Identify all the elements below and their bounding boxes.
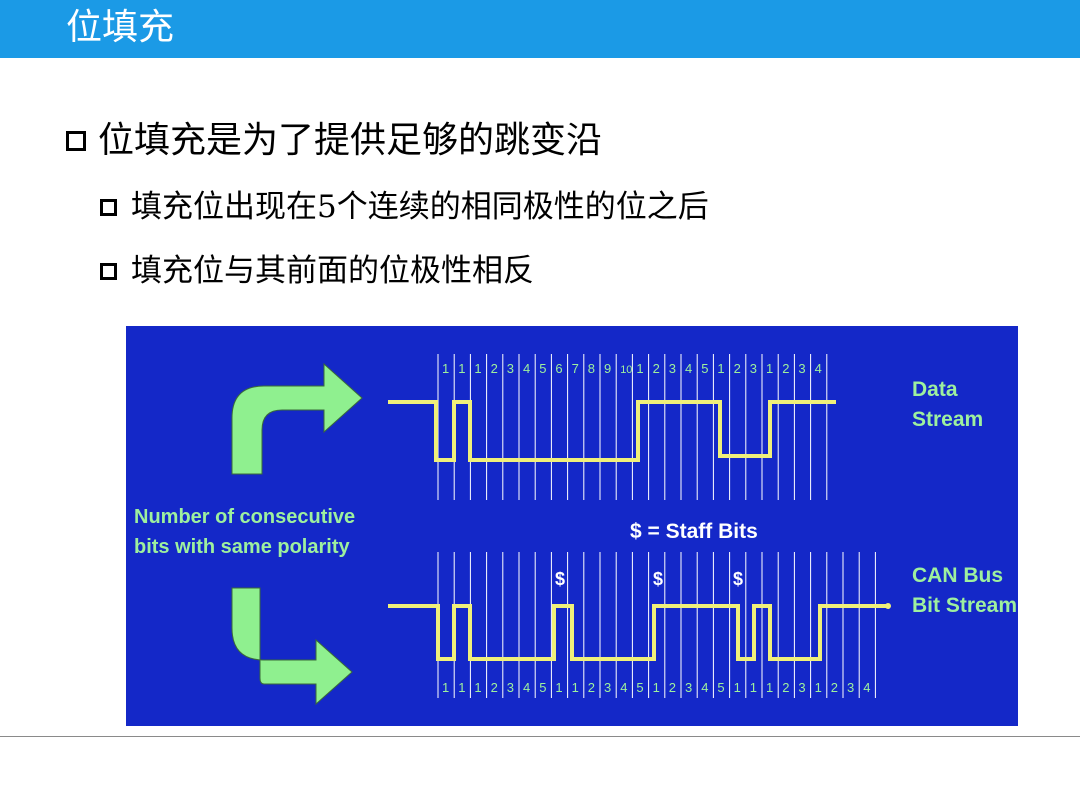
can-bus-end-dot <box>885 603 891 609</box>
bottom-bit-number: 4 <box>863 680 870 695</box>
up-arrow-icon <box>231 362 363 475</box>
top-bit-number: 1 <box>766 361 773 376</box>
bottom-bit-number: 2 <box>588 680 595 695</box>
bottom-bit-number: 2 <box>491 680 498 695</box>
data-stream-signal <box>388 400 836 462</box>
top-bit-number: 4 <box>685 361 692 376</box>
top-bit-number: 3 <box>507 361 514 376</box>
square-bullet-icon <box>66 131 86 151</box>
bottom-bit-number: 1 <box>572 680 579 695</box>
slide-title: 位填充 <box>66 7 175 48</box>
bottom-bit-number: 3 <box>685 680 692 695</box>
top-bit-number: 5 <box>539 361 546 376</box>
top-bit-number: 5 <box>701 361 708 376</box>
top-bit-number: 8 <box>588 361 595 376</box>
bottom-bit-number: 3 <box>604 680 611 695</box>
bottom-bit-number: 1 <box>750 680 757 695</box>
top-bit-number: 3 <box>669 361 676 376</box>
title-bar: 位填充 <box>0 0 1080 58</box>
top-bit-number: 1 <box>636 361 643 376</box>
top-bit-number: 1 <box>458 361 465 376</box>
dollar-marker-3: $ <box>733 569 743 589</box>
top-bit-number: 3 <box>750 361 757 376</box>
top-bit-number: 1 <box>442 361 449 376</box>
can-bus-label-line1: CAN Bus <box>912 564 1003 587</box>
bottom-bit-number: 5 <box>717 680 724 695</box>
bottom-bit-number: 5 <box>636 680 643 695</box>
bullet-main-text: 位填充是为了提供足够的跳变沿 <box>98 120 603 161</box>
bottom-bit-number: 4 <box>701 680 708 695</box>
bullet-sub-1-text: 填充位出现在5个连续的相同极性的位之后 <box>131 189 709 225</box>
top-bit-number: 1 <box>717 361 724 376</box>
consecutive-label-line1: Number of consecutive <box>134 506 355 528</box>
can-bus-label-line2: Bit Stream <box>912 594 1017 617</box>
bottom-bit-number: 3 <box>507 680 514 695</box>
bullet-sub-2: 填充位与其前面的位极性相反 <box>100 248 534 294</box>
top-bit-number: 3 <box>798 361 805 376</box>
bottom-bit-number: 2 <box>669 680 676 695</box>
top-bit-number: 1 <box>474 361 481 376</box>
top-bit-number: 7 <box>572 361 579 376</box>
consecutive-label-line2: bits with same polarity <box>134 536 350 558</box>
bullet-sub-1: 填充位出现在5个连续的相同极性的位之后 <box>100 184 709 230</box>
bottom-bit-number: 4 <box>523 680 530 695</box>
bottom-bit-number: 2 <box>831 680 838 695</box>
bottom-bit-number: 1 <box>458 680 465 695</box>
bottom-bit-number: 1 <box>555 680 562 695</box>
dollar-marker-1: $ <box>555 569 565 589</box>
square-bullet-icon <box>100 262 117 280</box>
staff-bits-legend: $ = Staff Bits <box>630 520 758 543</box>
square-bullet-icon <box>100 198 117 216</box>
top-bit-number: 9 <box>604 361 611 376</box>
can-bus-signal <box>388 604 888 661</box>
top-bit-number: 2 <box>782 361 789 376</box>
footer-divider <box>0 736 1080 737</box>
data-stream-label-line1: Data <box>912 378 958 401</box>
top-bit-number: 4 <box>815 361 822 376</box>
bottom-bit-number: 1 <box>734 680 741 695</box>
bottom-bit-number: 1 <box>815 680 822 695</box>
bottom-bit-grid <box>437 552 876 698</box>
bottom-bit-number: 1 <box>653 680 660 695</box>
bottom-bit-number: 4 <box>620 680 627 695</box>
top-bit-number: 2 <box>653 361 660 376</box>
bottom-bit-number: 1 <box>766 680 773 695</box>
bottom-bit-number: 2 <box>782 680 789 695</box>
top-bit-number: 2 <box>734 361 741 376</box>
top-bit-number: 6 <box>555 361 562 376</box>
top-bit-number: 10 <box>620 364 632 376</box>
data-stream-label-line2: Stream <box>912 408 983 431</box>
bullet-sub-2-text: 填充位与其前面的位极性相反 <box>131 253 534 289</box>
top-bit-number: 4 <box>523 361 530 376</box>
dollar-marker-2: $ <box>653 569 663 589</box>
top-bit-number: 2 <box>491 361 498 376</box>
down-arrow-icon <box>231 587 353 706</box>
bottom-bit-number: 1 <box>474 680 481 695</box>
bottom-bit-number: 3 <box>798 680 805 695</box>
bottom-bit-number: 1 <box>442 680 449 695</box>
bottom-bit-number: 5 <box>539 680 546 695</box>
top-bit-grid <box>437 354 828 500</box>
bullet-main: 位填充是为了提供足够的跳变沿 <box>66 116 602 166</box>
bottom-bit-number: 3 <box>847 680 854 695</box>
